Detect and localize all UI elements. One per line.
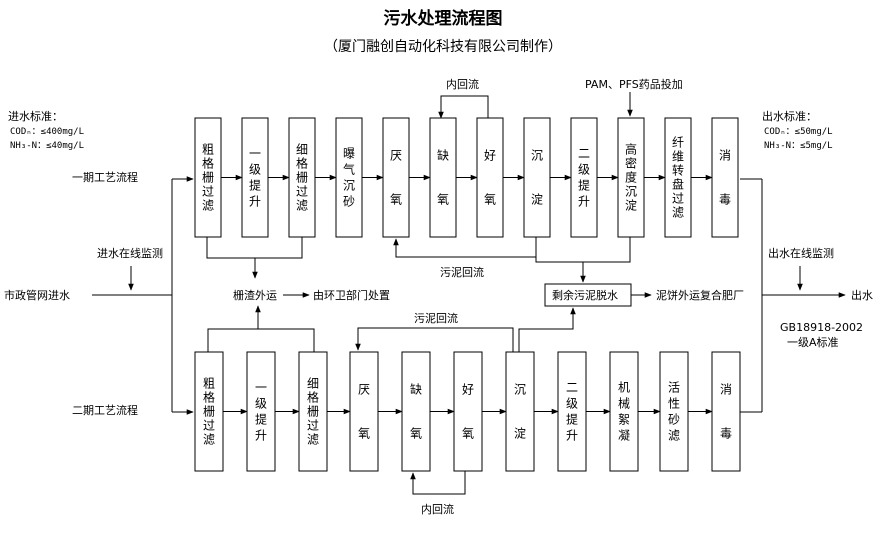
sludge-dewatering-label: 剩余污泥脱水 <box>552 288 618 302</box>
phase2-unit-4: 厌氧 <box>349 351 379 472</box>
phase1-unit-5: 厌氧 <box>382 117 410 238</box>
chem-dosing-label: PAM、PFS药品投加 <box>585 77 683 91</box>
outlet-standard-cod: CODₙ：≤50mg/L <box>764 127 833 137</box>
inlet-standard-nh3: NH₃-N：≤40mg/L <box>10 141 84 151</box>
phase2-unit-2: 一级提升 <box>246 351 276 472</box>
phase1-unit-11: 纤维转盘过滤 <box>664 117 692 238</box>
phase2-screenings-collector <box>207 328 315 352</box>
outlet-standard-heading: 出水标准： <box>762 109 817 123</box>
phase2-sludge-return-label: 污泥回流 <box>414 311 458 325</box>
phase2-internal-recycle-line <box>410 471 466 495</box>
phase1-label: 一期工艺流程 <box>72 170 138 184</box>
phase1-unit-1: 粗格栅过滤 <box>194 117 222 238</box>
phase2-label: 二期工艺流程 <box>72 403 138 417</box>
phase1-unit-3: 细格栅过滤 <box>288 117 316 238</box>
phase1-unit-4: 曝气沉砂 <box>335 117 363 238</box>
phase1-unit-label: 好氧 <box>484 149 496 207</box>
phase1-excess-sludge-collector <box>535 237 631 263</box>
inlet-standard-cod: CODₙ：≤400mg/L <box>10 127 84 137</box>
phase1-unit-label: 二级提升 <box>578 147 590 209</box>
phase2-unit-5: 缺氧 <box>401 351 431 472</box>
sludge-cake-label: 泥饼外运复合肥厂 <box>656 288 744 302</box>
phase1-unit-7: 好氧 <box>476 117 504 238</box>
phase2-unit-6: 好氧 <box>453 351 483 472</box>
phase2-unit-10: 活性砂滤 <box>659 351 689 472</box>
phase2-unit-label: 粗格栅过滤 <box>203 377 215 447</box>
phase1-unit-label: 一级提升 <box>249 147 261 209</box>
phase1-sludge-return-line <box>393 237 537 258</box>
phase1-sludge-return-label: 污泥回流 <box>440 265 484 279</box>
phase1-unit-label: 沉淀 <box>531 149 543 207</box>
phase2-unit-11: 消毒 <box>711 351 741 472</box>
phase1-unit-8: 沉淀 <box>523 117 551 238</box>
phase1-unit-label: 厌氧 <box>390 149 402 207</box>
phase1-unit-9: 二级提升 <box>570 117 598 238</box>
phase1-unit-label: 粗格栅过滤 <box>202 143 214 213</box>
standard-level: 一级A标准 <box>787 335 839 349</box>
phase2-excess-sludge-arrow <box>518 307 576 352</box>
phase2-unit-label: 厌氧 <box>358 383 370 441</box>
phase2-sludge-return-line <box>355 327 514 352</box>
phase2-unit-label: 二级提升 <box>566 381 578 443</box>
phase2-unit-label: 缺氧 <box>410 382 422 441</box>
phase1-unit-label: 细格栅过滤 <box>296 143 308 213</box>
diagram-title: 污水处理流程图 <box>384 8 503 29</box>
phase1-unit-label: 缺氧 <box>437 148 449 207</box>
phase2-unit-1: 粗格栅过滤 <box>194 351 224 472</box>
standard-code: GB18918-2002 <box>780 321 863 334</box>
phase1-unit-6: 缺氧 <box>429 117 457 238</box>
phase2-unit-label: 消毒 <box>720 383 732 441</box>
outlet-standard-nh3: NH₃-N：≤5mg/L <box>764 141 833 151</box>
phase2-unit-label: 机械絮凝 <box>618 381 630 443</box>
phase1-unit-10: 高密度沉淀 <box>617 117 645 238</box>
phase1-unit-label: 曝气沉砂 <box>343 147 355 209</box>
inlet-monitor-label: 进水在线监测 <box>97 246 163 260</box>
sanitation-label: 由环卫部门处置 <box>313 288 390 302</box>
phase2-unit-3: 细格栅过滤 <box>298 351 328 472</box>
phase1-unit-label: 高密度沉淀 <box>625 142 637 213</box>
phase2-internal-recycle-label: 内回流 <box>421 502 454 516</box>
phase2-unit-9: 机械絮凝 <box>609 351 639 472</box>
phase1-unit-label: 纤维转盘过滤 <box>672 136 684 220</box>
inlet-label: 市政管网进水 <box>4 288 70 302</box>
phase1-unit-2: 一级提升 <box>241 117 269 238</box>
phase1-internal-recycle-line <box>438 95 489 119</box>
phase1-internal-recycle-label: 内回流 <box>446 77 479 91</box>
phase2-unit-label: 一级提升 <box>255 381 267 443</box>
phase2-unit-label: 沉淀 <box>514 383 526 441</box>
inlet-standard-heading: 进水标准： <box>8 109 63 123</box>
phase2-unit-8: 二级提升 <box>557 351 587 472</box>
phase1-unit-12: 消毒 <box>711 117 739 238</box>
screenings-label: 栅渣外运 <box>233 288 277 302</box>
phase2-unit-label: 活性砂滤 <box>668 381 680 443</box>
phase1-screenings-collector <box>206 237 303 259</box>
phase2-unit-label: 好氧 <box>462 383 474 441</box>
phase2-unit-7: 沉淀 <box>505 351 535 472</box>
outlet-label: 出水 <box>851 288 873 302</box>
outlet-monitor-label: 出水在线监测 <box>768 246 834 260</box>
phase1-unit-label: 消毒 <box>719 149 731 207</box>
phase2-unit-label: 细格栅过滤 <box>307 377 319 447</box>
diagram-subtitle: （厦门融创自动化科技有限公司制作） <box>324 39 562 55</box>
